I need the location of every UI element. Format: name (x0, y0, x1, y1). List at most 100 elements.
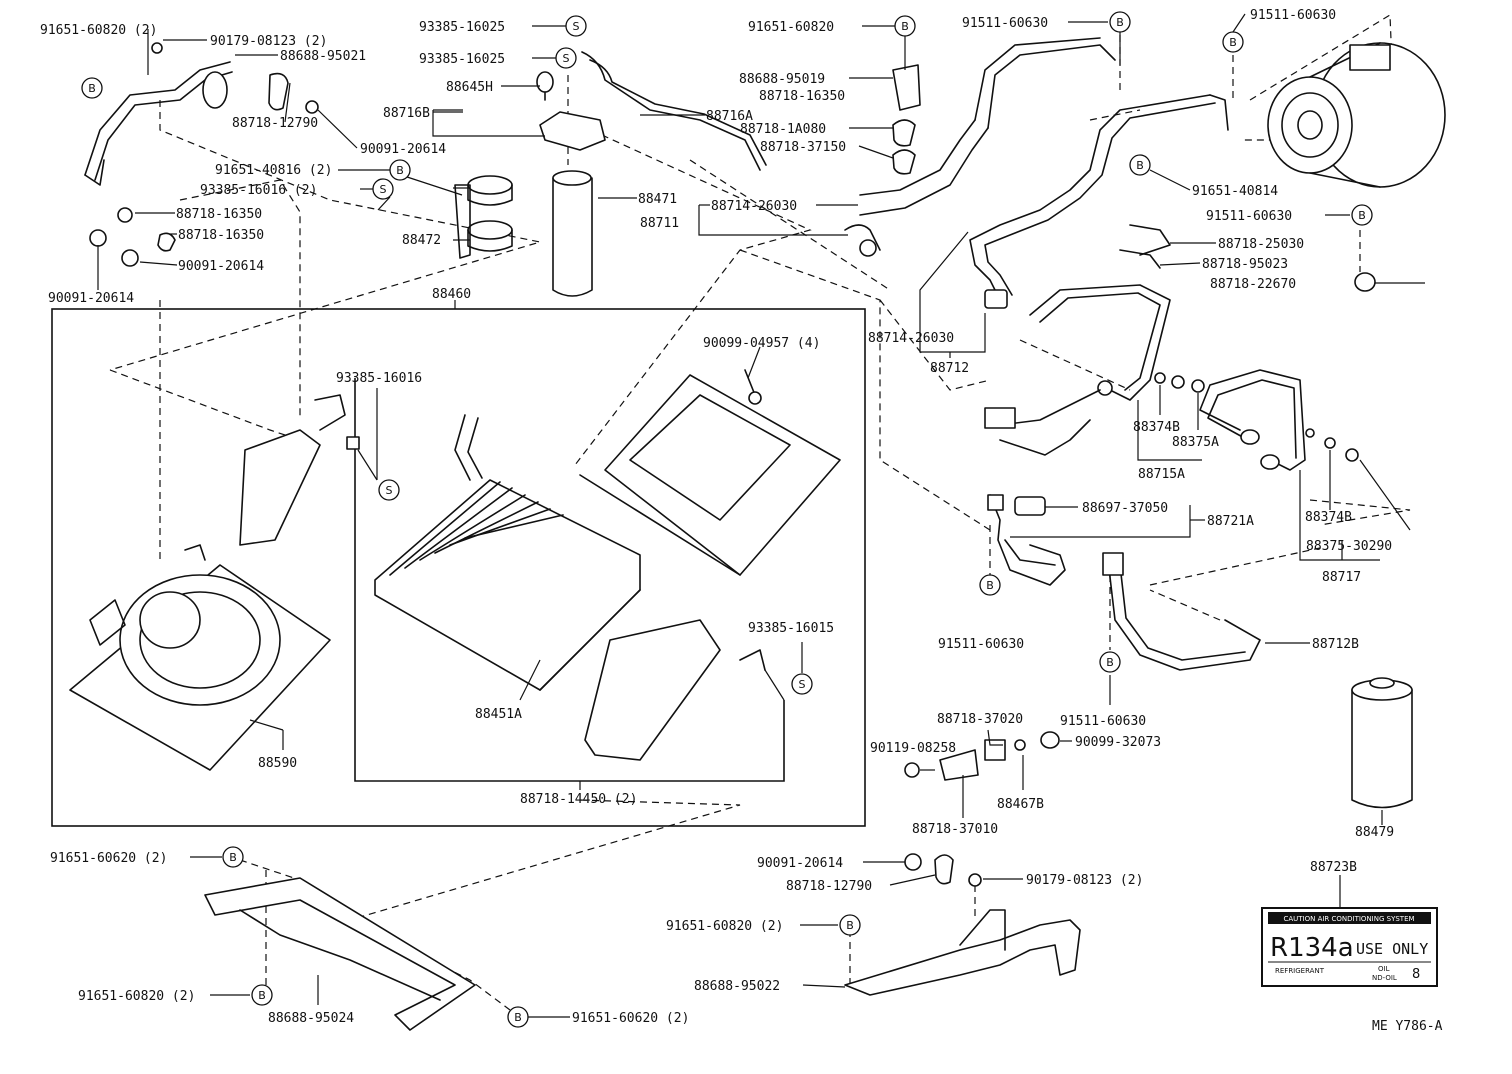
part-label: 88688-95024 (268, 1011, 354, 1026)
label-small-left: REFRIGERANT (1275, 967, 1325, 975)
part-label: 88723B (1310, 860, 1357, 875)
part-label: 88697-37050 (1082, 501, 1168, 516)
small-parts-center (904, 731, 1060, 887)
part-label: 88718-1A080 (740, 122, 826, 137)
label-number: 8 (1412, 967, 1420, 982)
bolt-marker: B (894, 15, 916, 37)
part-label: 88721A (1207, 514, 1254, 529)
part-label: 91511-60630 (1060, 714, 1146, 729)
bracket-88688-95021 (84, 42, 319, 186)
part-label: 88718-16350 (759, 89, 845, 104)
label-oil: OIL (1378, 965, 1390, 973)
bolt-marker: B (1109, 11, 1131, 33)
bracket-88688-95024 (204, 877, 476, 1031)
svg-text:S: S (799, 678, 806, 691)
part-label: 88718-95023 (1202, 257, 1288, 272)
part-label: 88718-14450 (2) (520, 792, 637, 807)
label-use-only: USE ONLY (1356, 940, 1428, 958)
part-label: 90091-20614 (178, 259, 264, 274)
fan-assembly-88590 (69, 544, 331, 771)
bolt-marker: B (222, 846, 244, 868)
part-label: 93385-16016 (336, 371, 422, 386)
svg-text:B: B (514, 1011, 522, 1024)
svg-text:B: B (258, 989, 266, 1002)
part-label: 91651-40814 (1192, 184, 1278, 199)
part-label: 88375A (1172, 435, 1219, 450)
bolt-marker: B (1351, 204, 1373, 226)
svg-text:B: B (1358, 209, 1366, 222)
part-label: 88472 (402, 233, 441, 248)
part-label: 88471 (638, 192, 677, 207)
part-label: 88718-16350 (178, 228, 264, 243)
part-label: 88718-16350 (176, 207, 262, 222)
part-label: 88716A (706, 109, 753, 124)
can-88479 (1351, 677, 1413, 809)
part-label: 88718-25030 (1218, 237, 1304, 252)
part-label: 88712B (1312, 637, 1359, 652)
svg-text:B: B (1116, 16, 1124, 29)
refrigerant-label-plate: CAUTION AIR CONDITIONING SYSTEM R134a US… (1261, 907, 1438, 987)
part-label: 91511-60630 (1250, 8, 1336, 23)
part-label: 88645H (446, 80, 493, 95)
bolt-marker: B (507, 1006, 529, 1028)
bolt-marker: B (251, 984, 273, 1006)
part-label: 88688-95019 (739, 72, 825, 87)
svg-text:S: S (386, 484, 393, 497)
svg-text:S: S (573, 20, 580, 33)
part-label: 88714-26030 (868, 331, 954, 346)
part-label: 88711 (640, 216, 679, 231)
part-label: 88375-30290 (1306, 539, 1392, 554)
bolt-marker: B (389, 159, 411, 181)
condenser-bracket-left (239, 394, 360, 546)
bolt-marker: B (979, 574, 1001, 596)
part-label: 88374B (1305, 510, 1352, 525)
part-label: 88374B (1133, 420, 1180, 435)
condenser-assembly-frame (51, 308, 866, 827)
brackets-top-center (892, 64, 1376, 292)
svg-text:B: B (396, 164, 404, 177)
label-small-right: ND-OIL (1372, 974, 1397, 982)
part-label: 88715A (1138, 467, 1185, 482)
part-labels: 91651-60820 (2) 90179-08123 (2) 88688-95… (40, 8, 1394, 1026)
part-label: 91651-60620 (2) (572, 1011, 689, 1026)
part-label: 91651-60820 (2) (666, 919, 783, 934)
part-label: 91511-60630 (962, 16, 1048, 31)
receiver-dryer-88471 (536, 51, 767, 297)
svg-text:B: B (986, 579, 994, 592)
part-label: 91651-40816 (2) (215, 163, 332, 178)
svg-text:B: B (846, 919, 854, 932)
part-label: 91651-60820 (2) (78, 989, 195, 1004)
part-label: 90099-04957 (4) (703, 336, 820, 351)
bolt-marker: B (1099, 651, 1121, 673)
part-label: 88479 (1355, 825, 1394, 840)
svg-text:B: B (1106, 656, 1114, 669)
svg-text:B: B (901, 20, 909, 33)
compressor (1267, 42, 1446, 188)
diagram-code: ME Y786-A (1372, 1019, 1443, 1034)
svg-text:B: B (229, 851, 237, 864)
part-label: 93385-16015 (748, 621, 834, 636)
hose-88717 (1154, 369, 1359, 471)
bracket-88688-95022 (844, 909, 1081, 996)
part-label: 88718-22670 (1210, 277, 1296, 292)
part-label: 90099-32073 (1075, 735, 1161, 750)
part-label: 88467B (997, 797, 1044, 812)
bolt-marker: B (1222, 31, 1244, 53)
part-label: 91651-60620 (2) (50, 851, 167, 866)
screw-marker: S (791, 673, 813, 695)
screw-marker: S (555, 47, 577, 69)
part-label: 88716B (383, 106, 430, 121)
part-label: 88590 (258, 756, 297, 771)
label-header: CAUTION AIR CONDITIONING SYSTEM (1283, 915, 1414, 923)
inner-bracket-frame (354, 378, 785, 782)
part-label: 90091-20614 (48, 291, 134, 306)
part-label: 88460 (432, 287, 471, 302)
svg-text:B: B (1136, 159, 1144, 172)
part-label: 88712 (930, 361, 969, 376)
part-label: 90091-20614 (757, 856, 843, 871)
part-label: 91651-60820 (2) (40, 23, 157, 38)
small-fasteners-left (89, 207, 176, 267)
part-label: 93385-16025 (419, 20, 505, 35)
part-label: 90119-08258 (870, 741, 956, 756)
